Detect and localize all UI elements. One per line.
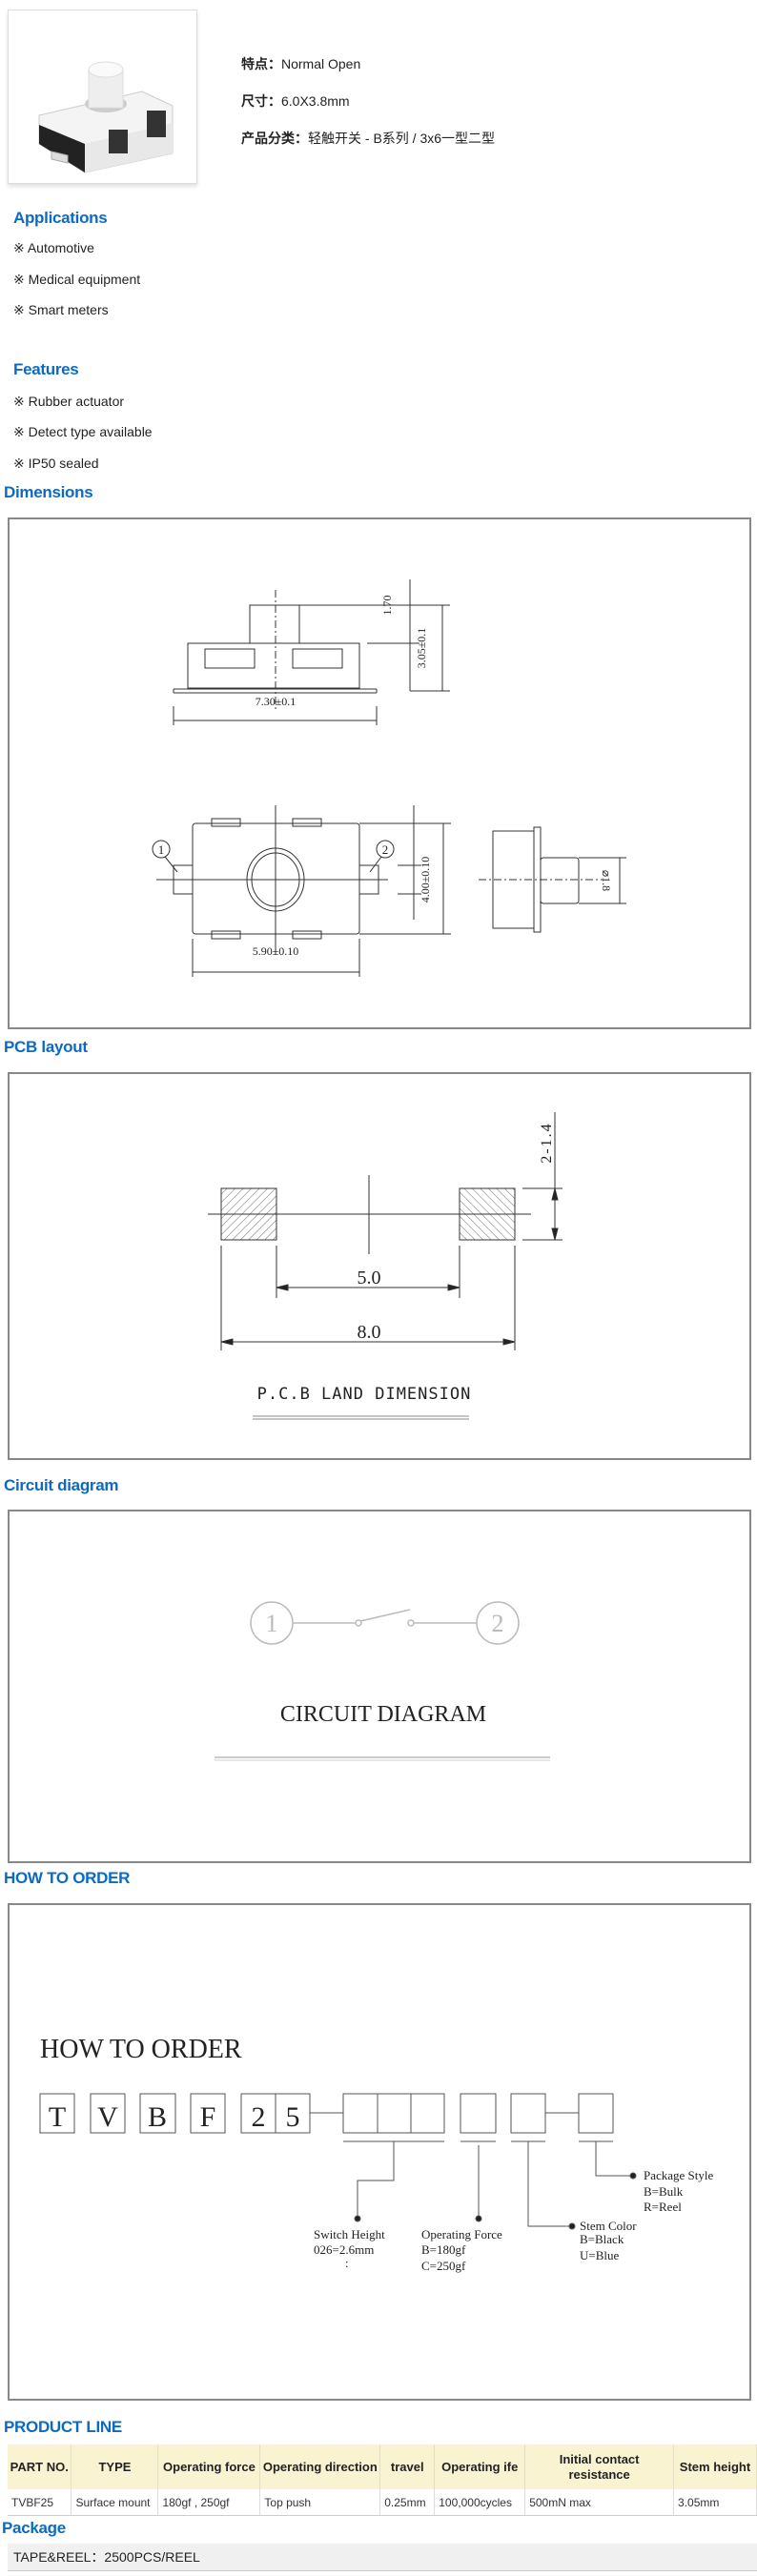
- circuit-pin-2: 2: [492, 1610, 504, 1637]
- circuit-diagram-heading: Circuit diagram: [4, 1476, 119, 1494]
- dimensions-heading: Dimensions: [4, 483, 93, 501]
- table-cell: 180gf , 250gf: [157, 2489, 261, 2516]
- dimensions-drawing: 1.70 3.05±0.1 7.30±0.1 1 2 4.00±0.10 5.9…: [8, 517, 751, 1029]
- body-width-label: 5.90±0.10: [253, 944, 299, 958]
- stem-diameter-label: ⌀1.8: [600, 870, 613, 891]
- table-cell: 0.25mm: [379, 2489, 436, 2516]
- size-line: 尺寸：6.0X3.8mm: [241, 92, 350, 110]
- pad-size-label: 2-1.4: [539, 1122, 555, 1163]
- pcb-caption: P.C.B LAND DIMENSION: [257, 1385, 472, 1404]
- how-to-order-heading: HOW TO ORDER: [4, 1869, 131, 1887]
- order-svg: HOW TO ORDER T V B F 2 5 Switch Height: [39, 2035, 714, 2273]
- package-heading: Package: [2, 2519, 66, 2537]
- operating-force-option: B=180gf: [421, 2242, 466, 2257]
- column-header: travel: [379, 2444, 436, 2489]
- code-char: 5: [286, 2101, 300, 2133]
- circuit-pin-1: 1: [266, 1610, 278, 1637]
- table-header-row: PART NO. TYPE Operating force Operating …: [8, 2444, 757, 2489]
- circuit-svg: 1 2 CIRCUIT DIAGRAM: [215, 1601, 550, 1761]
- circuit-diagram: 1 2 CIRCUIT DIAGRAM: [8, 1510, 751, 1863]
- application-item: ※ Automotive: [13, 240, 94, 255]
- category-value[interactable]: 轻触开关 - B系列 / 3x6一型二型: [308, 131, 496, 146]
- product-line-heading: PRODUCT LINE: [4, 2418, 122, 2436]
- feature-value: Normal Open: [281, 56, 361, 71]
- feature-item: ※ IP50 sealed: [13, 456, 99, 471]
- table-cell: TVBF25: [8, 2489, 72, 2516]
- size-label: 尺寸：: [241, 93, 281, 109]
- package-value: TAPE&REEL：2500PCS/REEL: [13, 2549, 200, 2565]
- product-line-table: PART NO. TYPE Operating force Operating …: [8, 2444, 757, 2516]
- category-label: 产品分类：: [241, 131, 308, 146]
- switch-height-title: Switch Height: [314, 2227, 385, 2241]
- code-char: V: [97, 2101, 118, 2133]
- pin-1-label: 1: [158, 842, 165, 857]
- column-header: PART NO.: [8, 2444, 72, 2489]
- stem-color-option: B=Black: [580, 2232, 624, 2246]
- circuit-caption: CIRCUIT DIAGRAM: [280, 1702, 486, 1727]
- column-header: Operating direction: [259, 2444, 381, 2489]
- operating-force-option: C=250gf: [421, 2259, 466, 2273]
- applications-heading: Applications: [13, 209, 108, 227]
- inner-distance-label: 5.0: [358, 1268, 381, 1288]
- switch-height-more: :: [345, 2256, 349, 2270]
- feature-item: ※ Detect type available: [13, 424, 153, 439]
- application-item: ※ Smart meters: [13, 302, 109, 317]
- pcb-svg: 2-1.4 5.0 8.0 P.C.B LAND DIMENSION: [208, 1112, 563, 1420]
- total-height-label: 3.05±0.1: [415, 628, 428, 669]
- product-image: [8, 10, 197, 184]
- category-line: 产品分类：轻触开关 - B系列 / 3x6一型二型: [241, 130, 495, 147]
- column-header: Operating ife: [434, 2444, 526, 2489]
- dimensions-svg: 1.70 3.05±0.1 7.30±0.1 1 2 4.00±0.10 5.9…: [152, 579, 626, 977]
- column-header: Stem height: [673, 2444, 757, 2489]
- stem-color-option: U=Blue: [580, 2248, 620, 2262]
- code-char: T: [49, 2101, 66, 2133]
- table-cell: 100,000cycles: [434, 2489, 526, 2516]
- how-to-order-diagram: HOW TO ORDER T V B F 2 5 Switch Height: [8, 1903, 751, 2401]
- length-label: 7.30±0.1: [256, 695, 297, 708]
- code-char: B: [148, 2101, 167, 2133]
- code-char: 2: [252, 2101, 266, 2133]
- table-cell: Surface mount: [71, 2489, 159, 2516]
- size-value: 6.0X3.8mm: [281, 93, 350, 109]
- outer-distance-label: 8.0: [358, 1322, 381, 1343]
- table-cell: Top push: [259, 2489, 381, 2516]
- table-cell: 3.05mm: [673, 2489, 757, 2516]
- switch-height-option: 026=2.6mm: [314, 2242, 374, 2257]
- application-item: ※ Medical equipment: [13, 272, 141, 287]
- operating-force-title: Operating Force: [421, 2227, 502, 2241]
- pcb-layout-heading: PCB layout: [4, 1038, 88, 1056]
- package-style-title: Package Style: [644, 2168, 714, 2182]
- column-header: Operating force: [157, 2444, 261, 2489]
- column-header: Initial contact resistance: [524, 2444, 675, 2489]
- tact-switch-illustration: [38, 61, 174, 173]
- pcb-layout-drawing: 2-1.4 5.0 8.0 P.C.B LAND DIMENSION: [8, 1072, 751, 1460]
- package-style-option: B=Bulk: [644, 2184, 684, 2199]
- feature-line: 特点：Normal Open: [241, 55, 360, 72]
- stem-color-title: Stem Color: [580, 2219, 637, 2233]
- package-style-option: R=Reel: [644, 2200, 682, 2214]
- order-diagram-title: HOW TO ORDER: [40, 2035, 242, 2064]
- stem-height-label: 1.70: [380, 596, 394, 616]
- features-heading: Features: [13, 360, 79, 378]
- table-row: TVBF25 Surface mount 180gf , 250gf Top p…: [8, 2489, 757, 2516]
- code-char: F: [200, 2101, 216, 2133]
- package-info: TAPE&REEL：2500PCS/REEL: [8, 2544, 757, 2571]
- table-cell: 500mN max: [524, 2489, 675, 2516]
- pin-2-label: 2: [382, 842, 389, 857]
- feature-item: ※ Rubber actuator: [13, 394, 125, 409]
- feature-label: 特点：: [241, 56, 281, 71]
- pitch-label: 4.00±0.10: [419, 857, 432, 903]
- column-header: TYPE: [71, 2444, 159, 2489]
